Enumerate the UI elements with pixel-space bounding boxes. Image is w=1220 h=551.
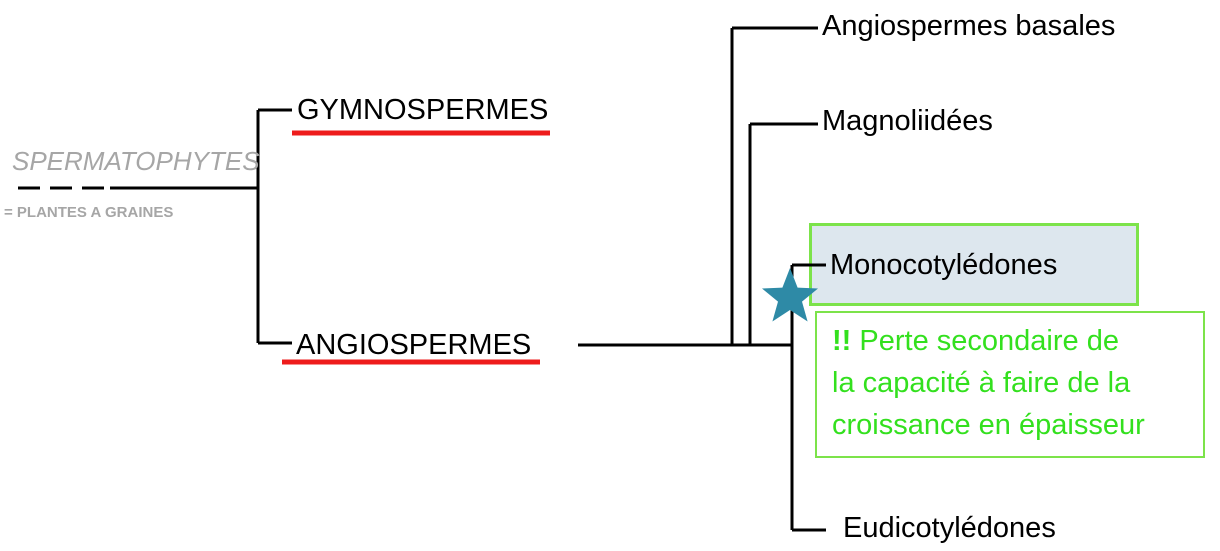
root-label: SPERMATOPHYTES xyxy=(12,146,260,176)
monocots-highlight-box xyxy=(809,223,1139,306)
annotation-box: !! Perte secondaire de la capacité à fai… xyxy=(815,311,1205,458)
gymnosperms-label: GYMNOSPERMES xyxy=(297,94,549,126)
annotation-line-3: croissance en épaisseur xyxy=(832,409,1145,441)
eudicots-label: Eudicotylédones xyxy=(843,512,1056,544)
annotation-line-2: la capacité à faire de la xyxy=(832,367,1131,399)
angiosperms-label: ANGIOSPERMES xyxy=(296,329,532,361)
monocots-label: Monocotylédones xyxy=(830,249,1058,281)
magnoliids-label: Magnoliidées xyxy=(822,105,993,137)
annotation-marker: !! xyxy=(832,325,852,357)
annotation-line-1: !! Perte secondaire de xyxy=(832,327,1119,356)
root-sublabel: = PLANTES A GRAINES xyxy=(4,204,174,221)
annotation-line-1-text: Perte secondaire de xyxy=(859,325,1119,357)
basal-angiosperms-label: Angiospermes basales xyxy=(822,10,1116,42)
